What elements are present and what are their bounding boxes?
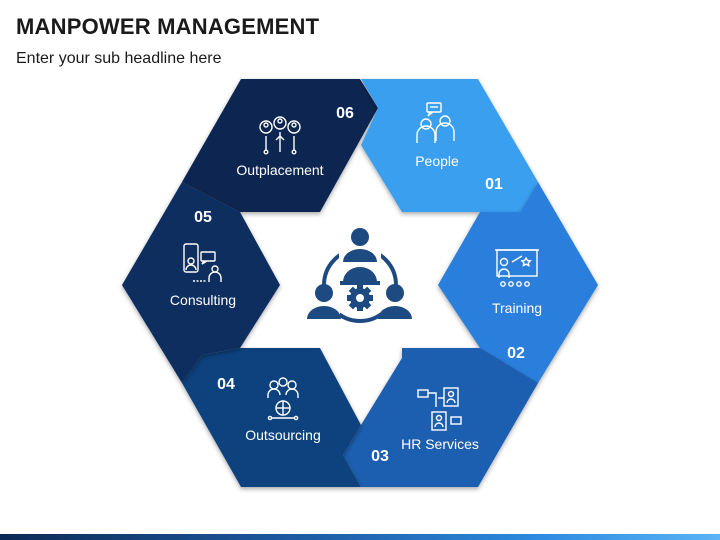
segment-people-shape	[361, 79, 538, 212]
segment-outsourcing-label: Outsourcing	[245, 427, 320, 443]
segment-outplacement-number: 06	[336, 105, 354, 122]
segment-hr-services-shape	[343, 348, 538, 487]
segment-people-label: People	[415, 153, 459, 169]
training-presentation-icon	[495, 249, 539, 287]
segment-consulting: Consulting 05	[122, 182, 280, 383]
segment-outsourcing-number: 04	[217, 376, 235, 393]
outsourcing-network-icon	[267, 377, 299, 421]
segment-training-number: 02	[507, 345, 525, 362]
consulting-icon	[183, 243, 222, 282]
outplacement-icon	[259, 116, 301, 155]
hr-services-icon	[417, 387, 462, 431]
page-title: MANPOWER MANAGEMENT	[16, 14, 320, 39]
segment-outsourcing: Outsourcing 04	[182, 348, 361, 487]
segment-people: People 01	[361, 79, 538, 212]
segment-consulting-number: 05	[194, 209, 212, 226]
people-chat-icon	[416, 102, 455, 143]
team-gear-icon	[306, 228, 414, 328]
segment-consulting-label: Consulting	[170, 292, 236, 308]
segment-consulting-shape	[122, 182, 280, 383]
segment-hr-services-label: HR Services	[401, 436, 479, 452]
segment-people-number: 01	[485, 176, 503, 193]
page-subtitle: Enter your sub headline here	[16, 50, 222, 67]
segment-hr-services-number: 03	[371, 448, 389, 465]
segment-hr-services: HR Services 03	[343, 348, 538, 487]
bottom-accent-bar	[0, 534, 720, 540]
segment-outplacement: Outplacement 06	[182, 79, 378, 212]
segment-outplacement-label: Outplacement	[236, 162, 323, 178]
segment-training: Training 02	[438, 182, 598, 383]
segment-training-label: Training	[492, 300, 542, 316]
